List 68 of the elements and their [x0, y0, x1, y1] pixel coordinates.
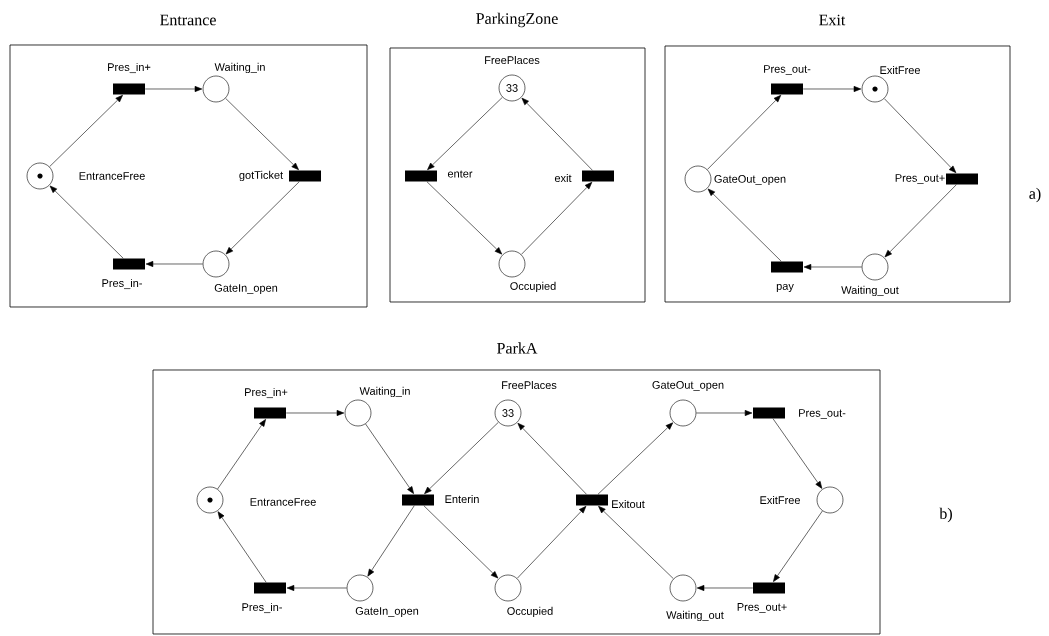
place-label: Exitout [612, 499, 645, 509]
place-label: Occupied [507, 606, 553, 618]
arc-arrow [286, 585, 347, 591]
frame-title: ParkingZone [476, 12, 558, 28]
place-label: ExitFree [880, 65, 920, 75]
place-label: Pres_out+ [737, 603, 787, 613]
place-label: Pres_in- [242, 602, 282, 614]
place-label: Enterin [445, 494, 479, 504]
arc-arrow [49, 95, 123, 167]
arc-arrow [598, 506, 674, 580]
frame-title: Exit [819, 14, 846, 26]
arc-arrow [772, 418, 823, 489]
place-label: enter [447, 170, 473, 178]
place-label: Pres_out+ [895, 174, 945, 184]
arc-arrow [707, 95, 782, 170]
arc-arrow [144, 86, 203, 92]
arc-arrow [49, 185, 124, 259]
arc-arrow [217, 511, 267, 583]
place-label: GateIn_open [214, 284, 278, 294]
place-label: Pres_out- [799, 409, 846, 419]
arc-arrow [696, 410, 753, 416]
arc-arrow [597, 422, 674, 495]
arc-arrow [802, 86, 862, 92]
arc-arrow [367, 505, 415, 577]
arc-arrow [803, 264, 862, 270]
place-label: GateIn_open [355, 607, 419, 617]
arc-arrow [883, 98, 957, 173]
place-label: FreePlaces [485, 55, 540, 65]
place-label: Pres_in+ [245, 387, 288, 399]
arc-arrow [516, 506, 587, 579]
arc-arrow [285, 410, 345, 416]
place-label: Occupied [510, 281, 556, 293]
arc-arrow [424, 421, 499, 494]
place-label: EntranceFree [250, 498, 316, 506]
panel-label: b) [939, 507, 952, 523]
place-label: GateOut_open [714, 175, 786, 185]
place-label: Pres_in- [102, 278, 142, 290]
place-label: Waiting_out [841, 285, 899, 297]
arc-arrow [884, 184, 957, 258]
panel-label: a) [1029, 187, 1041, 203]
place-label: gotTicket [239, 170, 284, 182]
place-label: GateOut_open [652, 381, 724, 391]
place-label: Waiting_in [214, 62, 265, 74]
place-label: ExitFree [760, 495, 800, 505]
place-label: Waiting_in [359, 386, 410, 398]
arc-arrow [217, 419, 266, 490]
arc-arrow [707, 188, 782, 262]
arc-arrow [423, 505, 499, 579]
arc-arrow [365, 423, 414, 494]
arc-arrow [427, 96, 503, 170]
place-label: Pres_out- [764, 65, 811, 75]
frame-title: Entrance [160, 14, 216, 26]
arc-arrow [521, 182, 593, 255]
frame-title: ParkA [497, 342, 538, 354]
arc-arrow [225, 98, 299, 170]
arc-arrow [517, 422, 587, 495]
arc-arrow [696, 585, 754, 591]
place-label: Pres_in+ [108, 62, 151, 74]
arc-arrow [145, 261, 203, 267]
arc-arrow [521, 97, 593, 171]
arc-arrow [773, 510, 823, 582]
place-label: pay [776, 283, 794, 293]
place-label: Waiting_out [666, 610, 724, 622]
arc-arrow [426, 181, 503, 255]
place-label: FreePlaces [502, 380, 557, 390]
place-label: exit [554, 173, 572, 183]
place-label: EntranceFree [79, 172, 145, 180]
arc-arrow [225, 181, 300, 255]
